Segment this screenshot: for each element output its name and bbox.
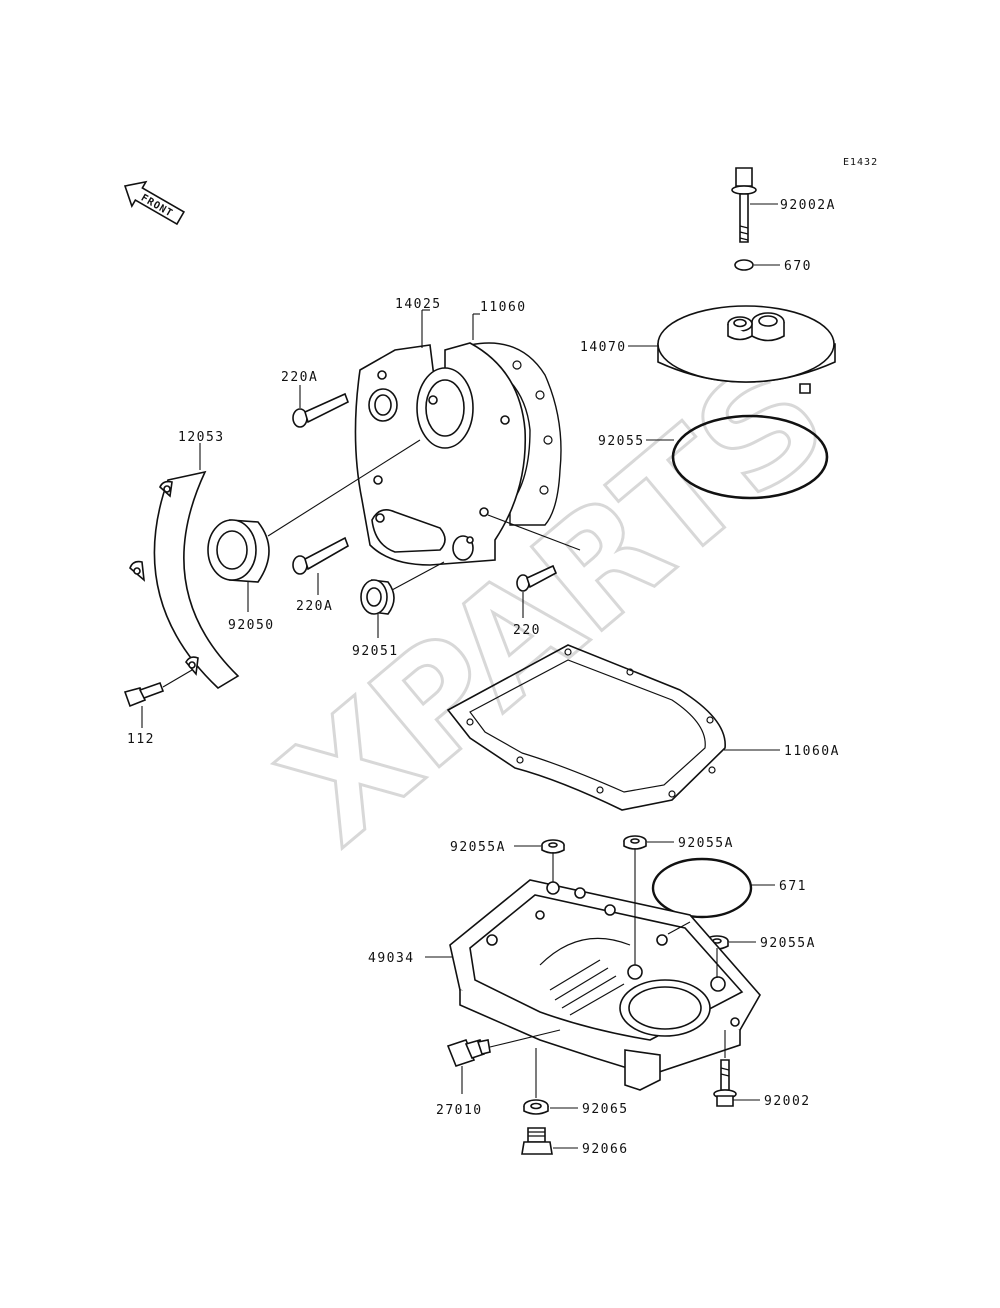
label-92002: 92002 (764, 1094, 811, 1109)
oring-670[interactable] (734, 259, 754, 271)
bolt-220a-top[interactable] (292, 392, 350, 428)
label-220: 220 (513, 623, 541, 638)
oring-92055[interactable] (671, 414, 829, 500)
seal-92051[interactable] (360, 579, 395, 615)
label-27010: 27010 (436, 1103, 483, 1118)
label-112: 112 (127, 732, 155, 747)
front-arrow-icon: FRONT (123, 180, 186, 226)
label-12053: 12053 (178, 430, 225, 445)
guide-12053[interactable] (129, 470, 240, 689)
washer-92055a-left[interactable] (541, 839, 565, 854)
label-92051: 92051 (352, 644, 399, 659)
bolt-220a-mid[interactable] (292, 536, 349, 575)
diagram-code: E1432 (843, 157, 878, 168)
label-14025: 14025 (395, 297, 442, 312)
switch-27010[interactable] (446, 1039, 491, 1067)
gasket-11060[interactable] (468, 342, 562, 526)
label-92050: 92050 (228, 618, 275, 633)
oring-671[interactable] (651, 857, 753, 919)
label-92055a-top: 92055A (678, 836, 734, 851)
label-92002a: 92002A (780, 198, 836, 213)
seal-92050[interactable] (207, 519, 270, 583)
label-671: 671 (779, 879, 807, 894)
bolt-112[interactable] (123, 681, 165, 708)
watermark: XPARTS (251, 328, 858, 877)
label-92055a-left: 92055A (450, 840, 506, 855)
cover-14025[interactable] (354, 342, 527, 566)
bolt-92002[interactable] (713, 1059, 737, 1107)
label-11060: 11060 (480, 300, 527, 315)
cover-14070[interactable] (657, 305, 836, 394)
oil-pan-49034[interactable] (449, 879, 761, 1091)
label-92066: 92066 (582, 1142, 629, 1157)
label-49034: 49034 (368, 951, 415, 966)
label-220a-mid: 220A (296, 599, 333, 614)
bolt-92002a[interactable] (731, 167, 757, 243)
gasket-11060a[interactable] (446, 644, 726, 811)
label-220a-top: 220A (281, 370, 318, 385)
label-92055a-right: 92055A (760, 936, 816, 951)
washer-92055a-top[interactable] (623, 835, 647, 850)
label-92055: 92055 (598, 434, 645, 449)
washer-92065[interactable] (523, 1099, 549, 1115)
plug-92066[interactable] (521, 1127, 553, 1155)
label-11060a: 11060A (784, 744, 840, 759)
bolt-220[interactable] (516, 564, 558, 592)
label-92065: 92065 (582, 1102, 629, 1117)
label-670: 670 (784, 259, 812, 274)
label-14070: 14070 (580, 340, 627, 355)
